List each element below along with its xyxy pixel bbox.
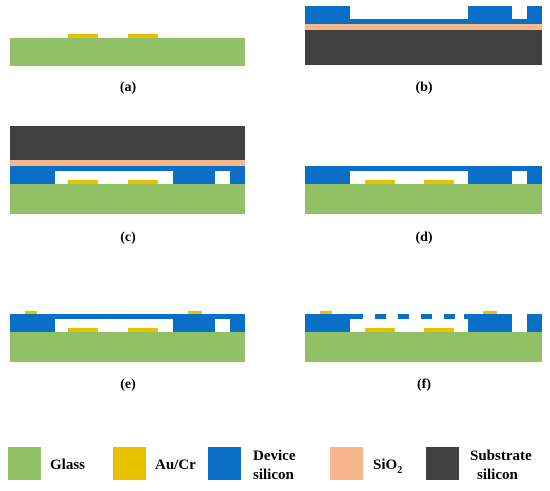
electrode [128,328,158,332]
device-silicon-anchor [527,6,542,19]
legend-label-sio2-main: SiO [373,457,397,473]
panel-label-c: (c) [120,230,136,245]
panel-label-a: (a) [120,80,137,95]
electrode [128,180,158,184]
device-silicon-anchor [173,171,215,184]
legend-swatch-sio2 [330,447,363,480]
glass-layer [10,38,245,66]
glass-layer [10,184,245,214]
device-silicon-anchor [230,171,245,184]
substrate-silicon-layer [305,30,542,65]
device-silicon-anchor [468,171,512,184]
glass-layer [305,332,542,362]
device-silicon-anchor [527,314,542,332]
device-silicon-anchor [305,6,350,19]
panel-label-d: (d) [415,230,432,245]
electrode [68,328,98,332]
device-silicon-anchor [10,319,55,332]
metal-pad [483,311,497,314]
legend-swatch-glass [8,447,41,480]
legend-label-glass: Glass [50,457,85,473]
sio2-layer [305,24,542,30]
legend-label-substrate-line1: Substrate [470,448,532,464]
panel-c [10,126,245,214]
panel-d [305,166,542,214]
device-silicon-beam [350,314,363,319]
panel-b [305,6,542,65]
legend-label-substrate-line2: silicon [477,467,518,483]
device-silicon-anchor [305,171,350,184]
electrode [365,328,395,332]
electrode [68,34,98,38]
panel-label-f: (f) [417,377,431,392]
legend-label-device-silicon-line2: silicon [253,467,294,483]
glass-layer [10,332,245,362]
legend-label-sio2-sub: 2 [397,465,402,476]
panel-a [10,34,245,66]
legend-swatch-substrate-silicon [426,447,459,480]
metal-pad [25,311,37,314]
metal-pad [188,311,202,314]
device-silicon-anchor [10,171,55,184]
panel-label-b: (b) [415,80,432,95]
device-silicon-beam [464,314,468,319]
device-silicon-base [10,166,245,171]
device-silicon-anchor [527,171,542,184]
legend-swatch-device-silicon [208,447,241,480]
device-silicon-anchor [468,314,512,332]
substrate-silicon-layer [10,126,245,160]
electrode [424,180,454,184]
electrode [365,180,395,184]
glass-layer [305,184,542,214]
legend-label-sio2: SiO2 [373,457,402,476]
device-silicon-anchor [305,314,350,332]
legend-swatch-au-cr [113,447,146,480]
panel-f [305,311,542,362]
electrode [68,180,98,184]
device-silicon-anchor [173,319,215,332]
device-silicon-beam [444,314,455,319]
electrode [128,34,158,38]
electrode [424,328,454,332]
legend: Glass Au/Cr Device silicon SiO2 Substrat… [8,447,532,483]
device-silicon-anchor [230,319,245,332]
device-silicon-beam [375,314,386,319]
device-silicon-beam [398,314,409,319]
device-silicon-base [10,314,245,319]
device-silicon-anchor [468,6,512,19]
legend-label-device-silicon-line1: Device [253,448,296,464]
device-silicon-base [305,166,542,171]
panel-label-e: (e) [120,377,136,392]
panel-e [10,311,245,362]
device-silicon-base [305,19,542,24]
metal-pad [320,311,332,314]
legend-label-au-cr: Au/Cr [155,457,196,473]
device-silicon-beam [421,314,432,319]
sio2-layer [10,160,245,166]
